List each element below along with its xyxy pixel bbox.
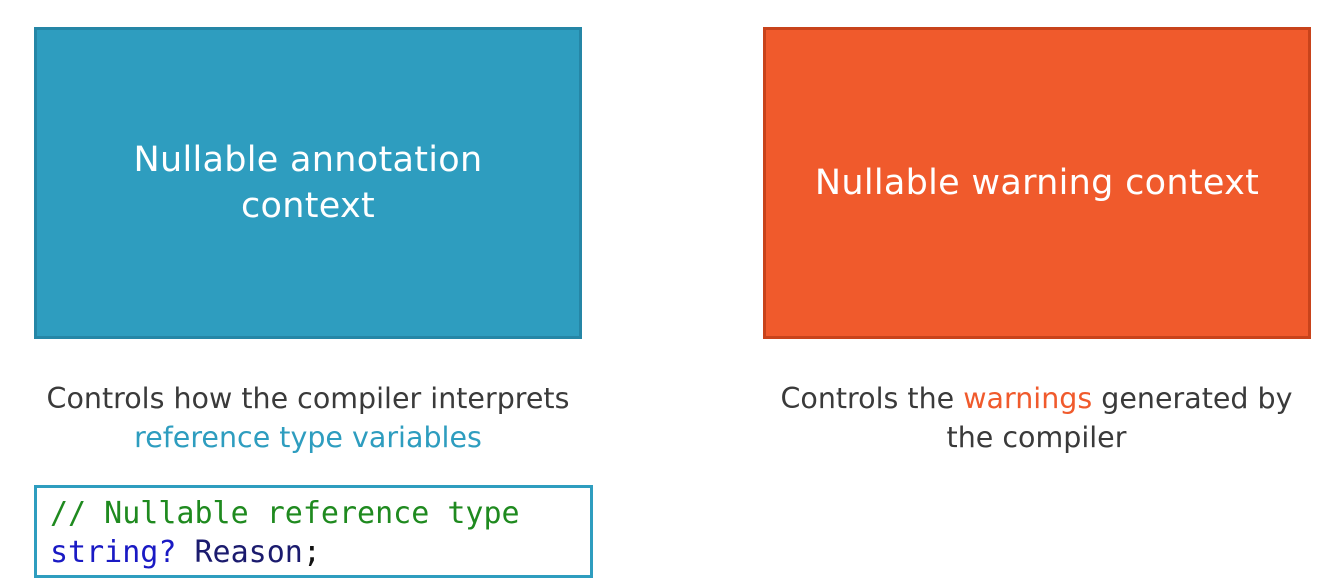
annotation-title-line-2: context — [240, 186, 376, 226]
code-sample-box: // Nullable reference type string? Reaso… — [34, 485, 593, 578]
warning-description-highlight: warnings — [963, 382, 1093, 415]
annotation-description-highlight: reference type variables — [134, 421, 482, 454]
annotation-title-line-1: Nullable annotation — [133, 140, 483, 180]
nullable-annotation-context-title: Nullable annotation context — [108, 137, 508, 229]
nullable-warning-context-box: Nullable warning context — [763, 27, 1311, 339]
warning-description-prefix: Controls the — [780, 382, 964, 415]
code-punctuation: ; — [302, 535, 321, 570]
code-keyword: string? — [50, 535, 177, 570]
code-comment: // Nullable reference type — [50, 496, 520, 531]
code-identifier: Reason — [176, 535, 303, 570]
annotation-description-line-1: Controls how the compiler interprets — [46, 382, 570, 415]
annotation-context-description: Controls how the compiler interprets ref… — [0, 379, 616, 457]
warning-context-description: Controls the warnings generated by the c… — [736, 379, 1337, 457]
nullable-annotation-context-box: Nullable annotation context — [34, 27, 582, 339]
nullable-warning-context-title: Nullable warning context — [814, 163, 1260, 203]
warning-description-suffix: generated by — [1092, 382, 1293, 415]
warning-description-line-2: the compiler — [946, 421, 1127, 454]
